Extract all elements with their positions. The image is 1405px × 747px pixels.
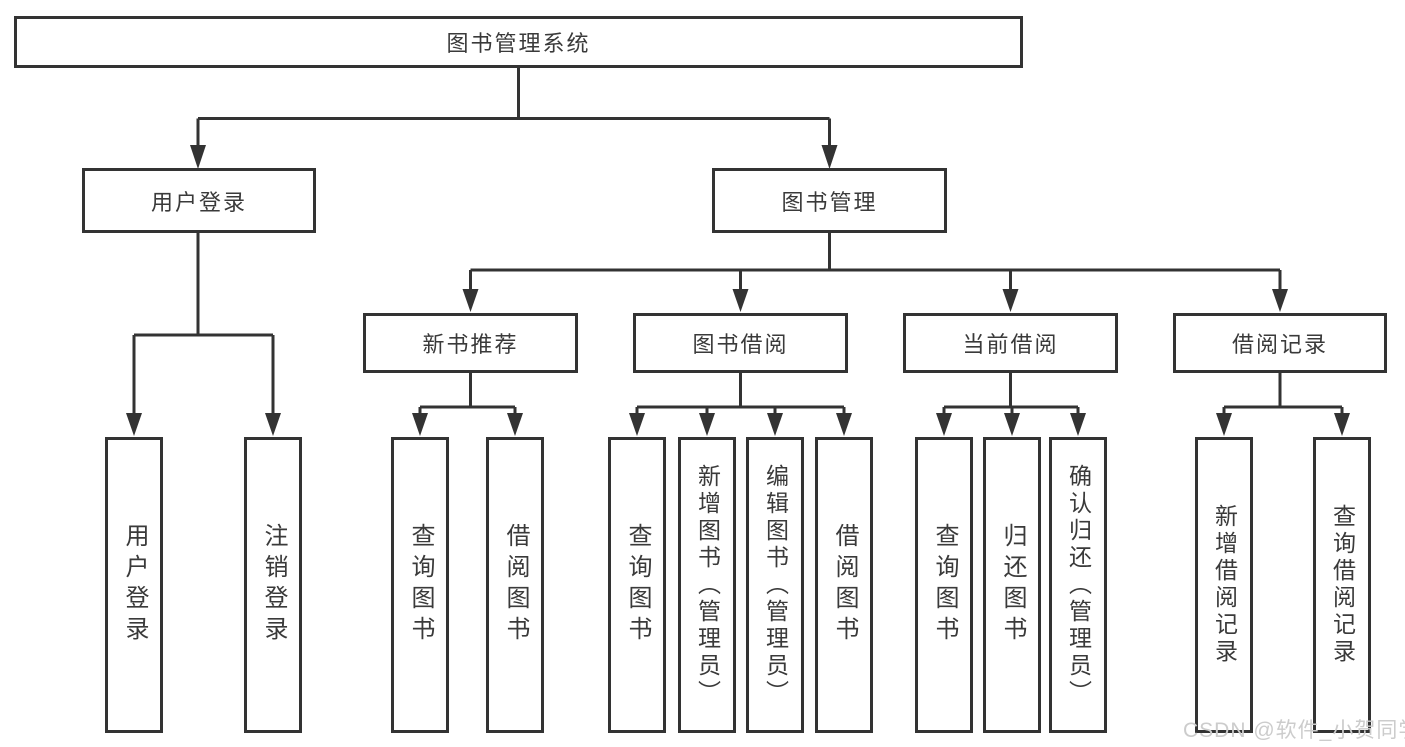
node-borrow-records-label: 借阅记录 (1231, 332, 1328, 357)
node-book-management-label: 图书管理 (781, 189, 878, 215)
node-new-book-recommend-label: 新书推荐 (422, 332, 519, 357)
node-system-root-label: 图书管理系统 (446, 31, 591, 56)
node-user-login-label: 用户登录 (150, 189, 247, 215)
leaf-borrow-borrow-books: 借阅图书 (815, 437, 873, 733)
leaf-current-confirm-return-admin: 确认归还（管理员） (1049, 437, 1107, 733)
node-current-borrow-label: 当前借阅 (962, 332, 1059, 357)
leaf-logout: 注销登录 (244, 437, 302, 733)
leaf-newbook-borrow-books: 借阅图书 (486, 437, 544, 733)
node-borrow-records: 借阅记录 (1173, 313, 1387, 373)
leaf-current-return-books: 归还图书 (983, 437, 1041, 733)
leaf-borrow-add-books-admin: 新增图书（管理员） (678, 437, 736, 733)
node-system-root: 图书管理系统 (14, 16, 1023, 68)
leaf-current-query-books: 查询图书 (915, 437, 973, 733)
leaf-records-add-record: 新增借阅记录 (1195, 437, 1253, 733)
leaf-records-query-record: 查询借阅记录 (1313, 437, 1371, 733)
node-book-borrow: 图书借阅 (633, 313, 848, 373)
node-new-book-recommend: 新书推荐 (363, 313, 578, 373)
node-current-borrow: 当前借阅 (903, 313, 1118, 373)
csdn-watermark: CSDN @软件_小贺同学 (1183, 719, 1405, 742)
node-book-management: 图书管理 (712, 168, 947, 233)
leaf-borrow-edit-books-admin: 编辑图书（管理员） (746, 437, 804, 733)
leaf-user-login: 用户登录 (105, 437, 163, 733)
leaf-borrow-query-books: 查询图书 (608, 437, 666, 733)
leaf-newbook-query-books: 查询图书 (391, 437, 449, 733)
node-user-login: 用户登录 (82, 168, 316, 233)
arrowheads (126, 145, 1350, 436)
node-book-borrow-label: 图书借阅 (692, 332, 789, 357)
